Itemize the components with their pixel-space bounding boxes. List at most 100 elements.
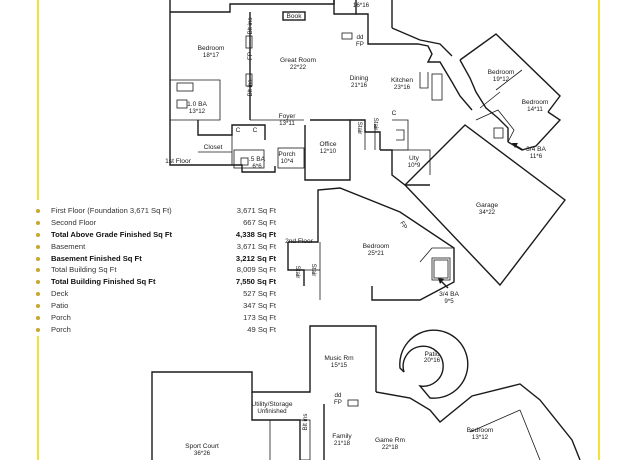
- garage-name: Garage: [476, 202, 498, 209]
- sqft-value: 173 Sq Ft: [243, 313, 276, 322]
- sqft-label: Second Floor: [51, 217, 97, 227]
- office-dim: 12*10: [320, 148, 337, 155]
- foyer-name: Foyer: [279, 113, 297, 120]
- sqft-label: Patio: [51, 301, 69, 311]
- bullet-icon: [36, 220, 40, 225]
- bedroom-b-name: Bedroom: [467, 427, 494, 434]
- sqft-label: Porch: [51, 313, 71, 323]
- frame-right: [598, 0, 600, 460]
- fp-1: FP: [247, 52, 254, 60]
- sqft-row: First Floor (Foundation 3,671 Sq Ft) 3,67…: [36, 205, 276, 217]
- music-rm-name: Music Rm: [324, 355, 354, 362]
- ba-34-1-dim: 11*6: [530, 153, 543, 160]
- sqft-label: First Floor (Foundation 3,671 Sq Ft): [51, 206, 172, 215]
- blt-ins-2: Blt ins: [247, 80, 254, 97]
- fp-4: FP: [334, 399, 342, 406]
- bullet-icon: [36, 256, 40, 261]
- arrows: [438, 143, 524, 289]
- ba-1-dim: 13*12: [189, 108, 206, 115]
- second-floor-walls: [287, 187, 455, 301]
- ba-5-name: .5 BA: [249, 156, 266, 163]
- sqft-value: 7,550 Sq Ft: [235, 277, 276, 287]
- ba-5-dim: 6*6: [252, 163, 262, 170]
- frame-left: [37, 0, 39, 200]
- sqft-value: 8,009 Sq Ft: [236, 265, 276, 275]
- sqft-label: Basement: [51, 241, 86, 251]
- kitchen-name: Kitchen: [391, 77, 413, 84]
- c-1: C: [253, 127, 258, 134]
- great-room-dim: 22*22: [290, 64, 307, 71]
- family-dim: 21*18: [334, 440, 351, 447]
- bullet-icon: [36, 268, 40, 273]
- sqft-value: 667 Sq Ft: [243, 217, 276, 227]
- stair-3: Stair: [294, 266, 301, 279]
- square-footage-list: First Floor (Foundation 3,671 Sq Ft) 3,67…: [36, 205, 276, 336]
- sqft-row: Total Building Sq Ft 8,009 Sq Ft: [36, 264, 276, 276]
- closet-label: Closet: [204, 144, 223, 151]
- sport-court-dim: 36*26: [194, 450, 211, 457]
- bedroom-main-dim: 18*17: [203, 52, 220, 59]
- bullet-icon: [36, 232, 40, 237]
- bullet-icon: [36, 208, 40, 213]
- fp-2: FP: [356, 41, 364, 48]
- game-rm-dim: 22*18: [382, 444, 399, 451]
- bedroom-ne2-name: Bedroom: [522, 99, 549, 106]
- sqft-row: Basement 3,671 Sq Ft: [36, 241, 276, 253]
- stair-4: Stair: [310, 264, 317, 277]
- sqft-value: 3,671 Sq Ft: [236, 205, 276, 215]
- dining-dim: 21*16: [351, 82, 368, 89]
- sqft-value: 527 Sq Ft: [243, 289, 276, 299]
- sqft-row: Porch 49 Sq Ft: [36, 324, 276, 336]
- first-floor-walls: [169, 0, 566, 287]
- first-floor-label: 1st Floor: [165, 158, 191, 165]
- bullet-icon: [36, 244, 40, 249]
- blt-ins-3: Blt ins: [302, 414, 309, 431]
- sqft-value: 3,671 Sq Ft: [236, 241, 276, 251]
- sqft-row: Second Floor 667 Sq Ft: [36, 217, 276, 229]
- sqft-value: 4,338 Sq Ft: [235, 229, 276, 239]
- sqft-label: Basement Finished Sq Ft: [51, 253, 142, 263]
- blt-ins-1: Blt ins: [247, 18, 254, 35]
- basement-walls: [151, 325, 581, 460]
- kitchen-dim: 23*16: [394, 84, 411, 91]
- sqft-label: Total Above Grade Finished Sq Ft: [51, 229, 173, 239]
- bedroom-b-dim: 13*12: [472, 434, 489, 441]
- dd-2: dd: [335, 392, 342, 399]
- c-3: C: [392, 110, 397, 117]
- bullet-icon: [36, 327, 40, 332]
- first-floor-fixtures: [245, 32, 376, 150]
- bedroom-ne2-dim: 14*11: [527, 106, 543, 113]
- sqft-label: Total Building Sq Ft: [51, 265, 117, 275]
- patio-dim: 20*16: [424, 357, 441, 364]
- ba-1-name: 1.0 BA: [187, 101, 207, 108]
- sqft-label: Porch: [51, 324, 71, 334]
- sqft-value: 49 Sq Ft: [247, 324, 276, 334]
- bullet-icon: [36, 292, 40, 297]
- garage-dim: 34*22: [479, 209, 496, 216]
- porch-1-name: Porch: [278, 151, 296, 158]
- room-labels: 16*16 Book Bedroom 18*17 Blt ins FP Blt …: [165, 2, 549, 457]
- frame-bottom-left: [37, 336, 39, 460]
- book-label: Book: [286, 13, 302, 20]
- bedroom-2f-dim: 25*21: [368, 250, 385, 257]
- fp-3: FP: [398, 220, 408, 230]
- great-room-name: Great Room: [280, 57, 316, 64]
- sqft-value: 347 Sq Ft: [243, 301, 276, 311]
- bullet-icon: [36, 304, 40, 309]
- dd-1: dd: [357, 34, 364, 41]
- sqft-row: Patio 347 Sq Ft: [36, 300, 276, 312]
- utility-sub: Unfinished: [257, 408, 287, 415]
- sqft-label: Deck: [51, 289, 69, 299]
- bullet-icon: [36, 280, 40, 285]
- bedroom-2f-name: Bedroom: [363, 243, 390, 250]
- porch-1-dim: 10*4: [281, 158, 294, 165]
- bedroom-ne1-name: Bedroom: [488, 69, 515, 76]
- sport-court-name: Sport Court: [185, 443, 219, 450]
- stair-1: Stair: [356, 122, 363, 135]
- bedroom-ne1-dim: 19*12: [493, 76, 510, 83]
- c-2: C: [236, 127, 241, 134]
- ba-34-2-dim: 9*5: [444, 298, 454, 305]
- bullet-icon: [36, 315, 40, 320]
